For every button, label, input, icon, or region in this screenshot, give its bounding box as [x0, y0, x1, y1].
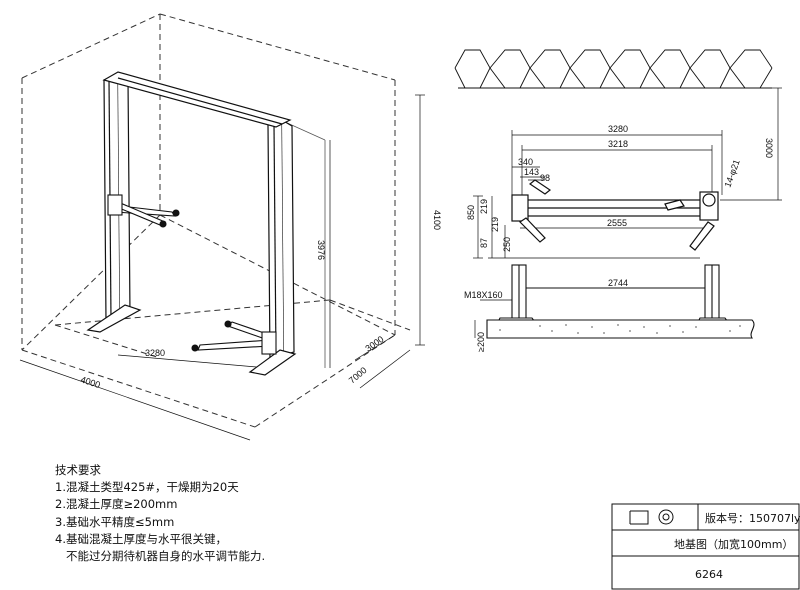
dim-column-3976: 3976 [316, 240, 326, 260]
note-item: 2.混凝土厚度≥200mm [55, 497, 178, 512]
dim-top-3000: 3000 [764, 138, 774, 158]
dim-depth-3000: 3000 [363, 334, 385, 354]
lift-arms-left [107, 194, 180, 228]
dim-top-3218: 3218 [608, 139, 628, 149]
concrete-texture [499, 324, 741, 334]
notes-title: 技术要求 [55, 463, 101, 477]
dim-top-143: 143 [524, 167, 539, 177]
lift-column-right [248, 119, 297, 376]
wall-bricks [454, 49, 773, 89]
note-item: 4.基础混凝土厚度与水平很关键， [55, 531, 227, 546]
dim-length-4000: 4000 [79, 374, 101, 390]
note-item: 3.基础水平精度≤5mm [55, 514, 175, 529]
lift-top-beam [102, 71, 292, 128]
dim-top-phi21: 14-φ21 [722, 158, 741, 189]
note-item: 不能过分期待机器自身的水平调节能力. [55, 549, 266, 564]
dim-top-250: 250 [502, 237, 512, 252]
dim-depth-7000: 7000 [347, 365, 369, 386]
perspective-back-plane [284, 121, 326, 368]
dim-top-2555: 2555 [607, 218, 627, 228]
note-item: 1.混凝土类型425#，干燥期为20天 [55, 480, 239, 495]
dim-height-4100: 4100 [432, 210, 442, 230]
dim-top-219b: 219 [490, 217, 500, 232]
dim-top-340: 340 [518, 157, 533, 167]
lift-arms-right [191, 320, 277, 355]
ceiling-dim [720, 87, 782, 201]
dim-top-850: 850 [466, 205, 476, 220]
dim-top-3280: 3280 [608, 124, 628, 134]
dim-top-219a: 219 [479, 199, 489, 214]
drawing-number: 6264 [695, 568, 723, 581]
title-block-frame [611, 503, 800, 590]
dim-slab-200: ≥200 [476, 332, 486, 352]
top-dim-lines [473, 130, 723, 259]
technical-requirements: 技术要求 1.混凝土类型425#，干燥期为20天 2.混凝土厚度≥200mm 3… [55, 462, 265, 565]
dim-anchor-bolt: M18X160 [464, 290, 503, 300]
dim-top-87: 87 [479, 238, 489, 248]
drawing-name: 地基图（加宽100mm） [674, 538, 794, 551]
title-block: 版本号：150707ly 地基图（加宽100mm） 6264 [612, 504, 800, 590]
dim-width-3280: 3280 [145, 348, 165, 358]
version-label: 版本号：150707ly [705, 512, 800, 525]
dim-bottom-2744: 2744 [608, 278, 628, 288]
persp-dim-lines [19, 94, 425, 441]
crossbeam [511, 179, 719, 251]
perspective-room [21, 13, 411, 428]
dim-top-98: 98 [540, 173, 550, 183]
projection-symbol [629, 509, 674, 525]
foundation-section [474, 264, 755, 339]
